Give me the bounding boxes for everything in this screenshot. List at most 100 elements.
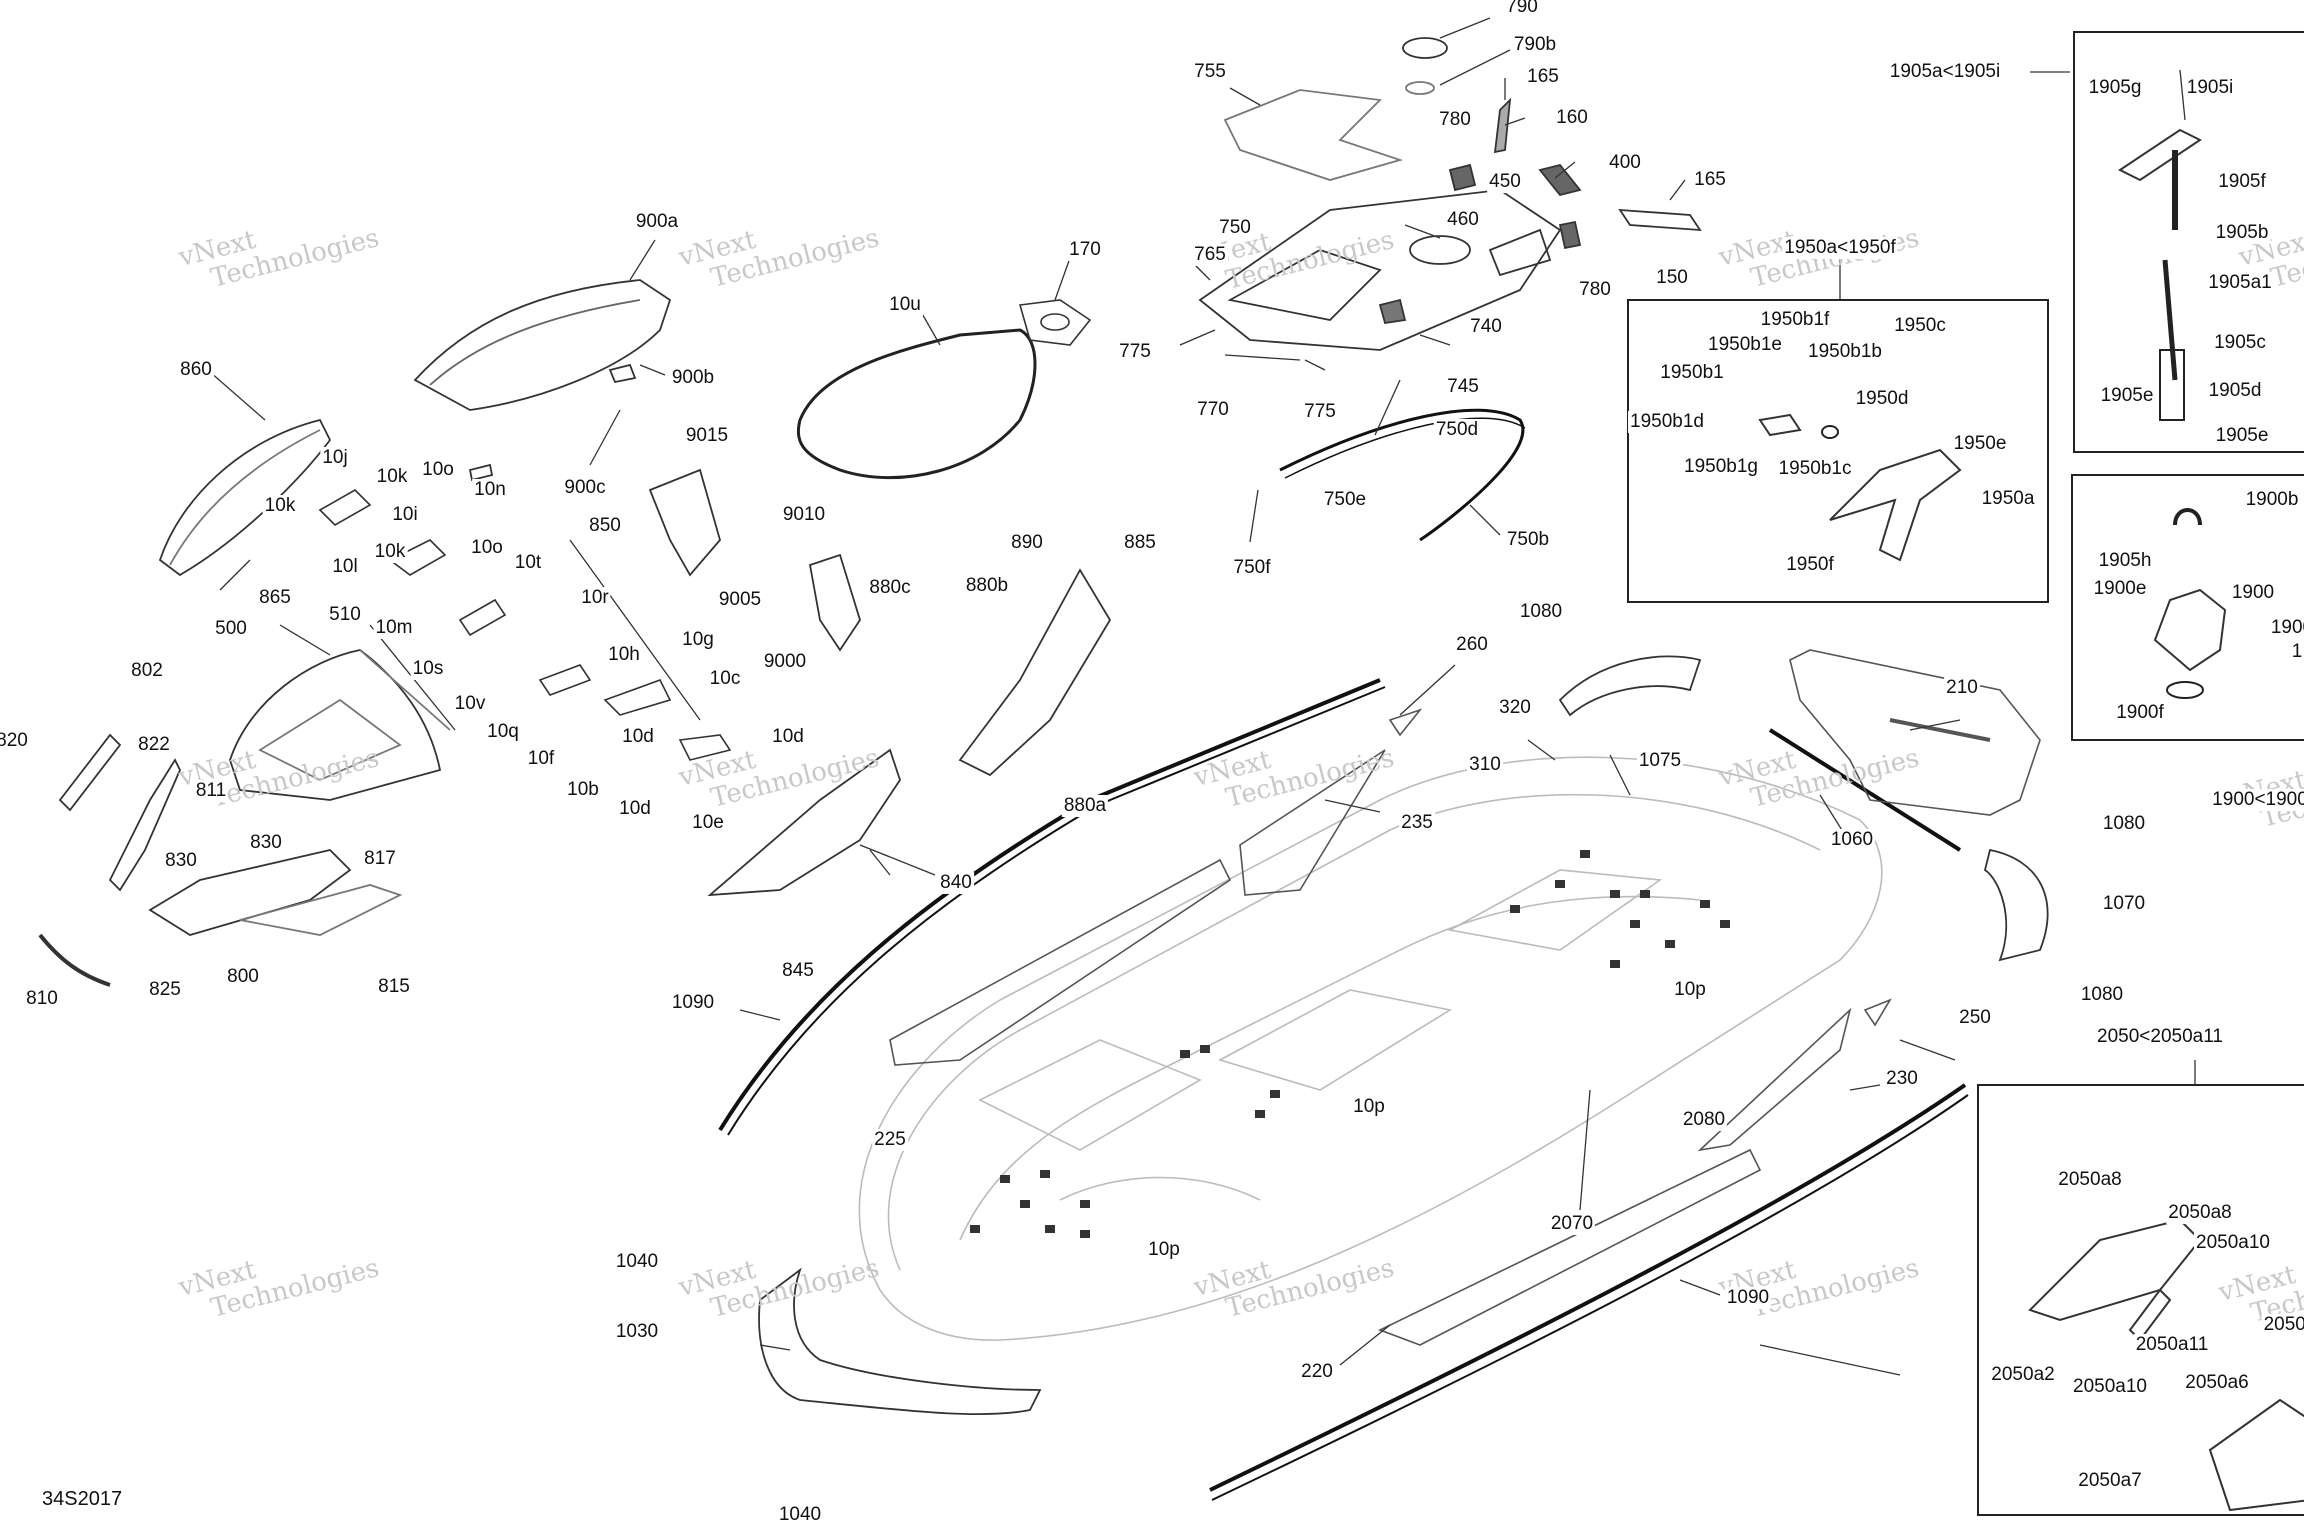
callout-790b: 790b	[1511, 34, 1559, 56]
inset-box-1950	[1627, 299, 2049, 603]
callout-810: 810	[24, 988, 60, 1010]
callout-9000: 9000	[761, 651, 809, 673]
callout-1905h: 1905h	[2096, 550, 2154, 572]
callout-10v: 10v	[452, 693, 488, 715]
callout-1950b1c: 1950b1c	[1776, 458, 1854, 480]
nose-assembly-800	[38, 733, 403, 987]
callout-1905b: 1905b	[2213, 222, 2271, 244]
callout-2050a7: 2050a7	[2076, 1470, 2144, 1492]
inset-title-1905: 1905a<1905i	[1887, 61, 2003, 83]
hull-outline	[858, 756, 1883, 1341]
callout-10j: 10j	[320, 447, 350, 469]
callout-1950e: 1950e	[1951, 433, 2009, 455]
callout-235: 235	[1399, 812, 1435, 834]
callout-150: 150	[1654, 267, 1690, 289]
callout-1080: 1080	[1517, 601, 1565, 623]
callout-885: 885	[1122, 532, 1158, 554]
callout-770: 770	[1195, 399, 1231, 421]
callout-10n: 10n	[472, 479, 508, 501]
callout-320: 320	[1497, 697, 1533, 719]
callout-2050a6: 2050a6	[2183, 1372, 2251, 1394]
callout-1900: 1900	[2229, 582, 2277, 604]
callout-250: 250	[1957, 1007, 1993, 1029]
callout-10k: 10k	[262, 495, 298, 517]
callout-1080: 1080	[2100, 813, 2148, 835]
callout-10i: 10i	[390, 504, 420, 526]
side-panels	[648, 468, 1112, 897]
callout-10d: 10d	[770, 726, 806, 748]
callout-900c: 900c	[562, 477, 608, 499]
callout-10k: 10k	[374, 466, 410, 488]
callout-1950d: 1950d	[1853, 388, 1911, 410]
callout-822: 822	[136, 734, 172, 756]
callout-10p: 10p	[1351, 1096, 1387, 1118]
callout-10g: 10g	[680, 629, 716, 651]
callout-750e: 750e	[1321, 489, 1369, 511]
diagram-code: 34S2017	[42, 1488, 123, 1510]
callout-1905g: 1905g	[2086, 77, 2144, 99]
storage-cover-900a	[413, 279, 672, 482]
front-bumper-1030	[758, 1267, 1042, 1416]
callout-755: 755	[1192, 61, 1228, 83]
callout-780: 780	[1577, 279, 1613, 301]
callout-10h: 10h	[606, 644, 642, 666]
callout-840: 840	[938, 872, 974, 894]
callout-1090: 1090	[1724, 1287, 1772, 1309]
callout-225: 225	[872, 1129, 908, 1151]
inset-box-1905	[2073, 31, 2304, 453]
callout-1950a: 1950a	[1979, 488, 2037, 510]
callout-745: 745	[1445, 376, 1481, 398]
callout-2080: 2080	[1680, 1109, 1728, 1131]
callout-1950b1: 1950b1	[1658, 362, 1726, 384]
rear-handles	[1558, 655, 2049, 962]
callout-1905a1: 1905a1	[2206, 272, 2274, 294]
inset-box-1900	[2071, 474, 2304, 741]
callout-460: 460	[1445, 209, 1481, 231]
callout-900a: 900a	[633, 211, 681, 233]
callout-230: 230	[1884, 1068, 1920, 1090]
callout-1090: 1090	[669, 992, 717, 1014]
callout-1905c: 1905c	[2212, 332, 2268, 354]
callout-850: 850	[587, 515, 623, 537]
inset-title-1900: 1900<1900	[2210, 789, 2304, 811]
seal-750b	[1279, 408, 1526, 542]
callout-210: 210	[1944, 677, 1980, 699]
callout-510: 510	[327, 604, 363, 626]
callout-817: 817	[362, 848, 398, 870]
rub-rail-left	[718, 678, 1386, 1136]
callout-1080: 1080	[2078, 984, 2126, 1006]
callout-1950c: 1950c	[1892, 315, 1948, 337]
callout-750f: 750f	[1231, 557, 1273, 579]
callout-10d: 10d	[620, 726, 656, 748]
callout-10u: 10u	[887, 294, 923, 316]
callout-220: 220	[1299, 1361, 1335, 1383]
callout-880b: 880b	[963, 575, 1011, 597]
callout-780: 780	[1437, 109, 1473, 131]
callout-1900e: 1900e	[2091, 578, 2149, 600]
callout-170: 170	[1067, 239, 1103, 261]
callout-9010: 9010	[780, 504, 828, 526]
callout-10f: 10f	[525, 748, 557, 770]
callout-1900b: 1900b	[2243, 489, 2301, 511]
callout-800: 800	[225, 966, 261, 988]
gasket-10u	[796, 328, 1037, 480]
callout-400: 400	[1607, 152, 1643, 174]
plate-170	[1018, 299, 1092, 346]
callout-160: 160	[1554, 107, 1590, 129]
callout-1950b1g: 1950b1g	[1682, 456, 1760, 478]
callout-750b: 750b	[1504, 529, 1552, 551]
callout-1905d: 1905d	[2206, 380, 2264, 402]
callout-1900f: 1900f	[2114, 702, 2166, 724]
callout-1060: 1060	[1828, 829, 1876, 851]
small-brackets	[318, 489, 732, 761]
callout-1075: 1075	[1636, 750, 1684, 772]
callout-9015: 9015	[683, 425, 731, 447]
callout-10q: 10q	[485, 721, 521, 743]
callout-10r: 10r	[579, 587, 611, 609]
callout-1950b1f: 1950b1f	[1758, 309, 1832, 331]
callout-900b: 900b	[669, 367, 717, 389]
callout-1950b1e: 1950b1e	[1706, 334, 1784, 356]
callout-845: 845	[780, 960, 816, 982]
